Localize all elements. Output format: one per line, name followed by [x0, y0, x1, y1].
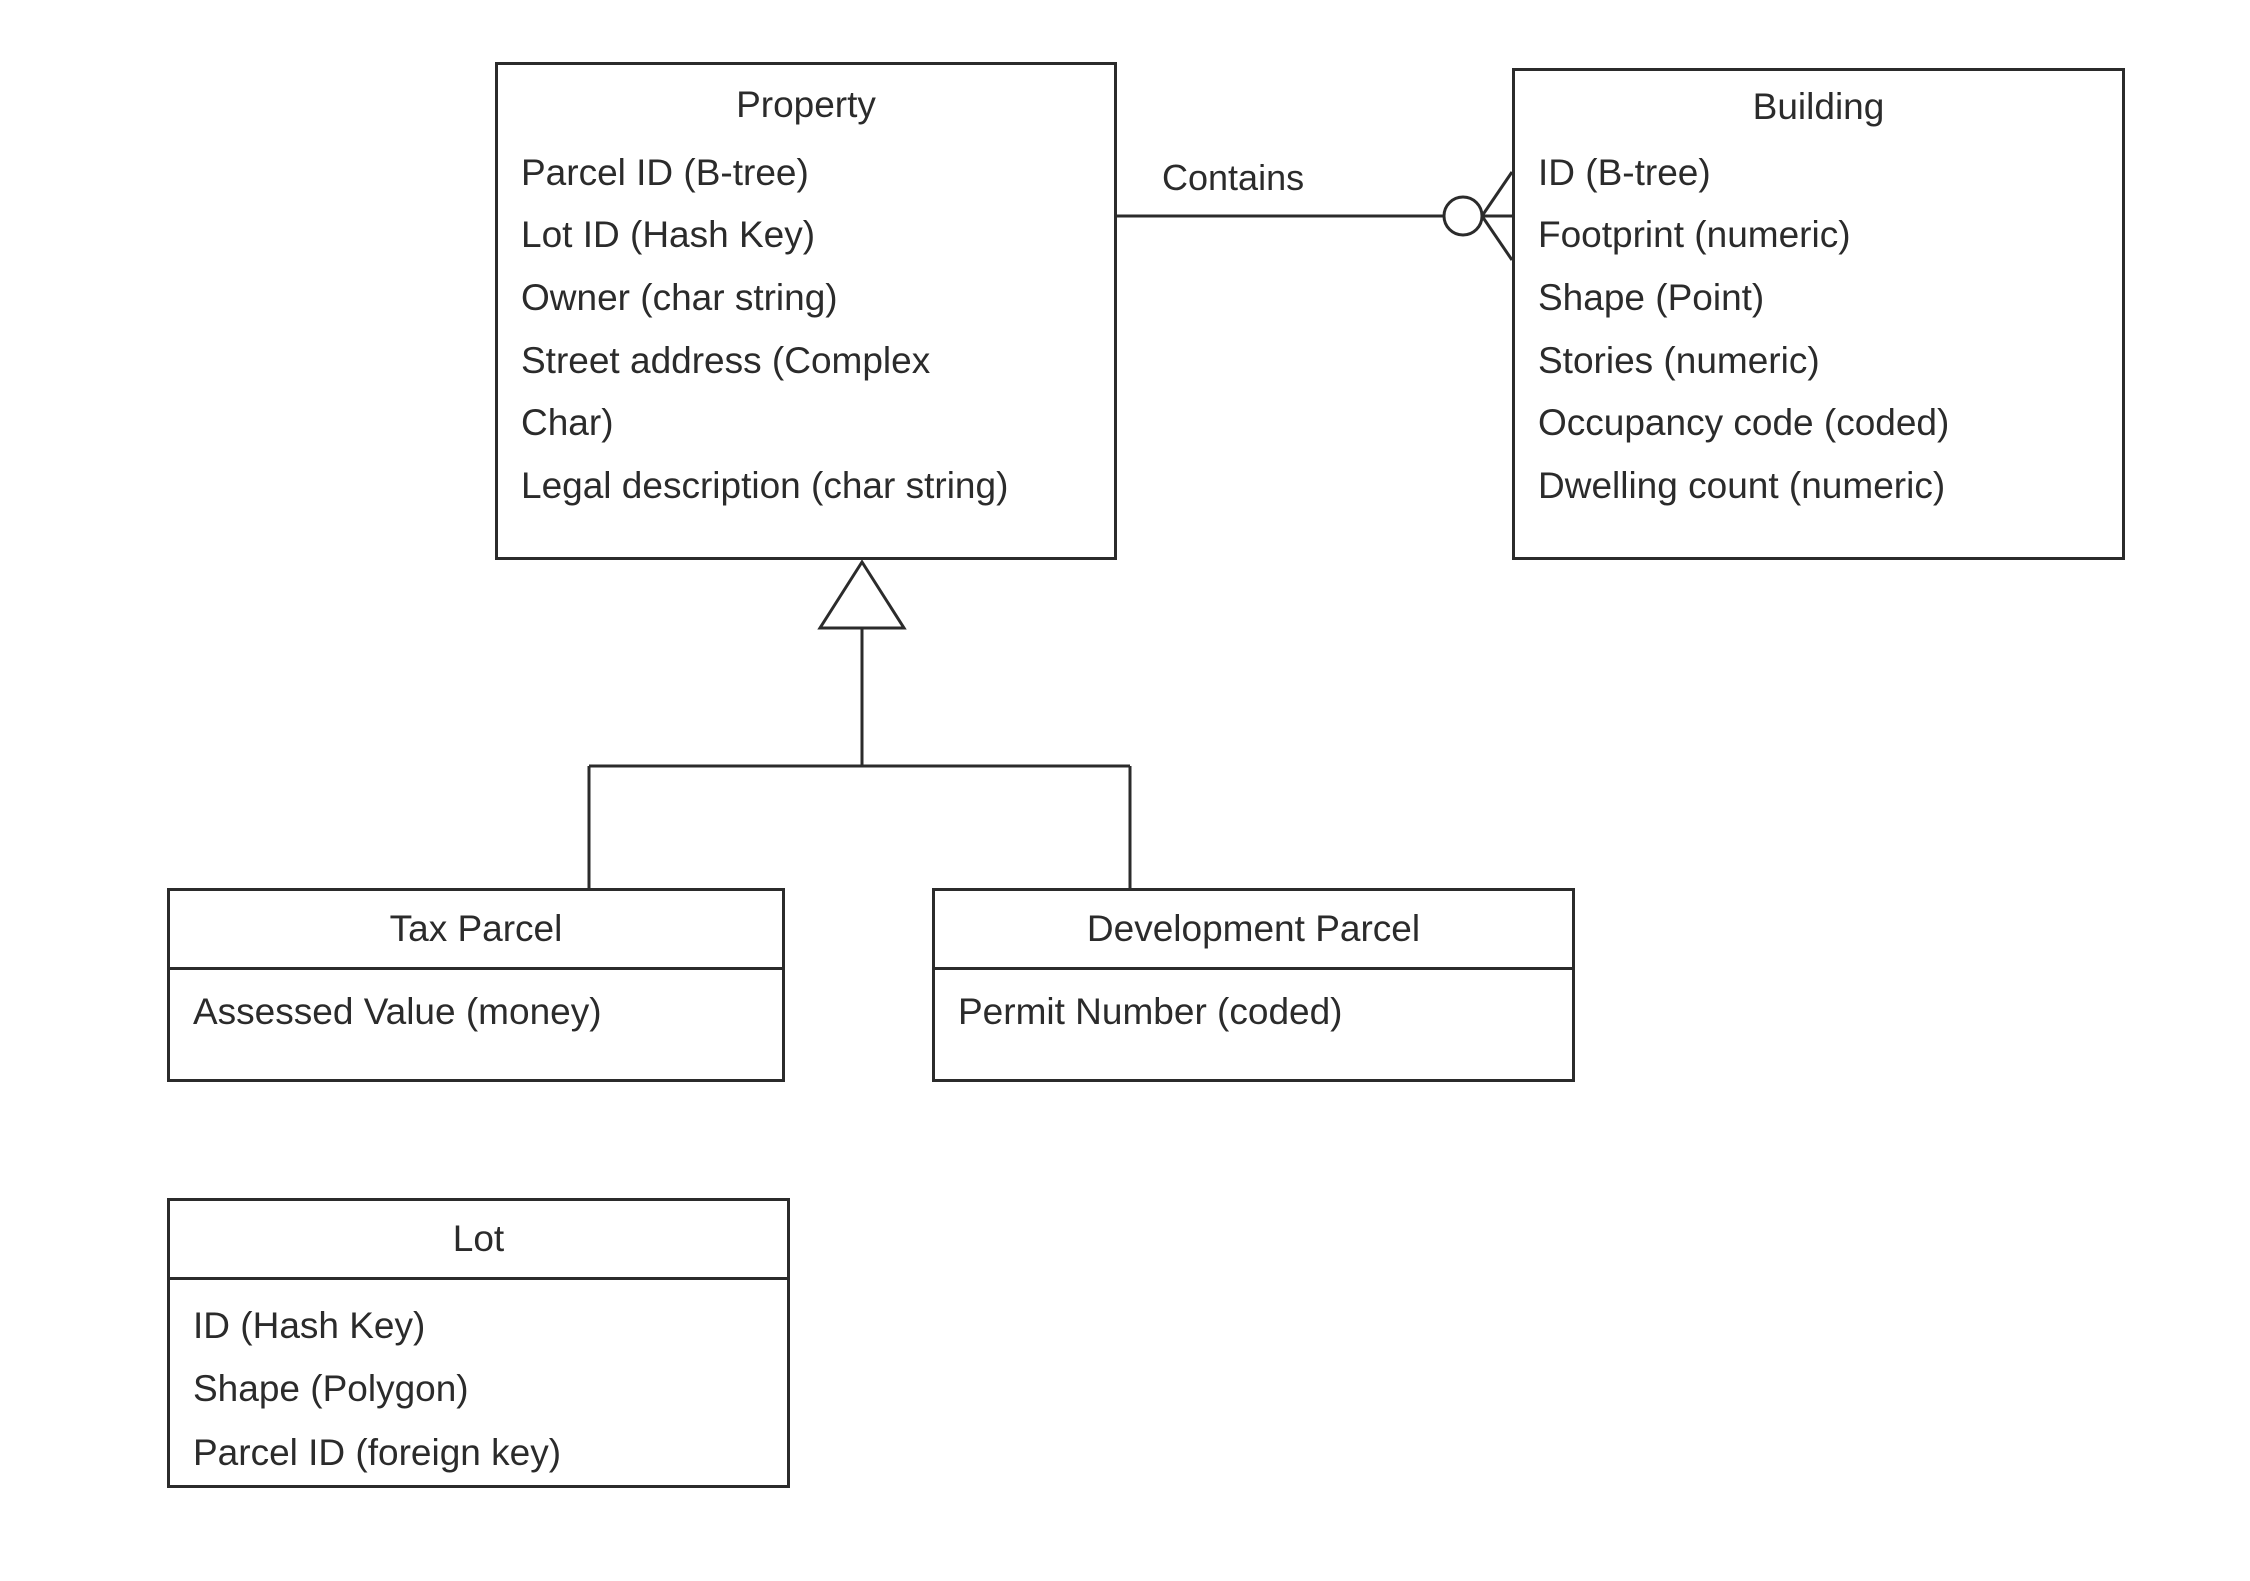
- attribute-item: Shape (Polygon): [193, 1368, 469, 1410]
- attribute-list-tax-parcel: Assessed Value (money): [170, 990, 782, 1034]
- attribute-item: Stories (numeric): [1538, 339, 1820, 381]
- relationship-label-contains: Contains: [1162, 157, 1305, 198]
- crowsfoot-lower-prong: [1480, 215, 1514, 261]
- attribute-list-building: ID (B-tree) Footprint (numeric) Shape (P…: [1515, 151, 2122, 508]
- attribute-item: Owner (char string): [521, 276, 838, 318]
- attribute-item: Street address (Complex: [521, 339, 931, 381]
- relationship-contains-connector: [1117, 171, 1514, 261]
- entity-title-development-parcel: Development Parcel: [1086, 908, 1421, 949]
- entity-title-building: Building: [1752, 86, 1885, 127]
- entity-box-lot[interactable]: Lot ID (Hash Key) Shape (Polygon) Parcel…: [167, 1198, 790, 1488]
- attribute-list-lot: ID (Hash Key) Shape (Polygon) Parcel ID …: [170, 1304, 787, 1475]
- entity-header-divider: [170, 1276, 787, 1280]
- attribute-item: Permit Number (coded): [958, 990, 1343, 1032]
- attribute-item: Occupancy code (coded): [1538, 402, 1950, 444]
- entity-title-tax-parcel: Tax Parcel: [389, 908, 563, 949]
- attribute-item: Footprint (numeric): [1538, 214, 1851, 256]
- entity-box-tax-parcel[interactable]: Tax Parcel Assessed Value (money): [167, 888, 785, 1082]
- crowsfoot-upper-prong: [1480, 171, 1514, 217]
- entity-box-building[interactable]: Building ID (B-tree) Footprint (numeric)…: [1512, 68, 2125, 560]
- attribute-item: ID (B-tree): [1538, 151, 1711, 193]
- attribute-item: Assessed Value (money): [193, 990, 602, 1032]
- attribute-list-property: Parcel ID (B-tree) Lot ID (Hash Key) Own…: [498, 151, 1114, 508]
- attribute-item: ID (Hash Key): [193, 1304, 426, 1346]
- attribute-item: Lot ID (Hash Key): [521, 214, 816, 256]
- generalization-connector: [587, 559, 1132, 888]
- entity-header-divider: [935, 966, 1572, 970]
- entity-title-property: Property: [736, 84, 876, 125]
- attribute-item: Parcel ID (B-tree): [521, 151, 809, 193]
- attribute-item: Legal description (char string): [521, 464, 1009, 506]
- entity-header-divider: [170, 966, 782, 970]
- attribute-list-development-parcel: Permit Number (coded): [935, 990, 1572, 1034]
- attribute-item: Dwelling count (numeric): [1538, 464, 1946, 506]
- cardinality-zero-circle-icon: [1442, 195, 1484, 237]
- attribute-item: Char): [521, 402, 614, 444]
- entity-box-property[interactable]: Property Parcel ID (B-tree) Lot ID (Hash…: [495, 62, 1117, 560]
- generalization-triangle-icon: [817, 559, 907, 630]
- attribute-item: Parcel ID (foreign key): [193, 1431, 562, 1473]
- entity-title-lot: Lot: [452, 1218, 505, 1259]
- attribute-item: Shape (Point): [1538, 276, 1765, 318]
- entity-box-development-parcel[interactable]: Development Parcel Permit Number (coded): [932, 888, 1575, 1082]
